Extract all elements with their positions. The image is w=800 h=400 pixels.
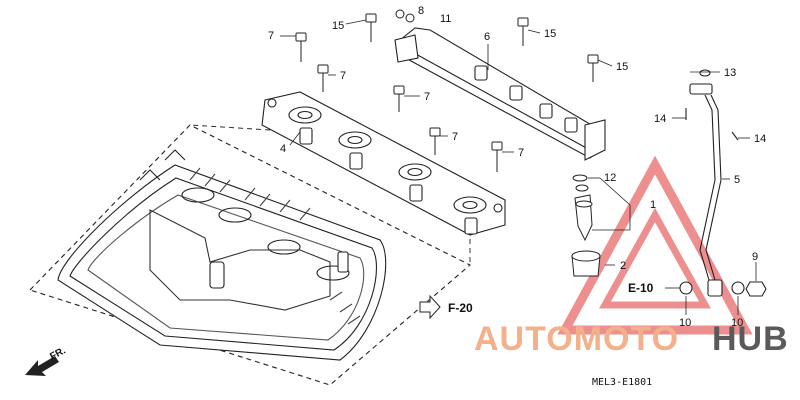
callout-15: 15 (616, 61, 628, 73)
leader-lines (189, 124, 471, 265)
watermark-text-hub: HUB (712, 320, 789, 358)
injector-assembly (571, 174, 601, 277)
callout-7: 7 (452, 131, 458, 143)
callout-12: 12 (604, 172, 616, 184)
cylinder-head-cover (28, 124, 471, 386)
callout-8: 8 (418, 5, 424, 17)
fuel-hose-5 (679, 69, 767, 297)
arrow-right-icon (419, 294, 441, 320)
front-direction-indicator: FR. (25, 345, 68, 376)
injector-holder-4 (261, 91, 506, 236)
callout-2: 2 (620, 260, 626, 272)
reference-f20: F-20 (448, 301, 473, 315)
callout-7: 7 (268, 30, 274, 42)
callout-labels: 7 7 7 7 7 15 15 15 8 11 6 4 12 1 2 13 14… (268, 5, 766, 329)
front-label: FR. (48, 345, 68, 362)
callout-7: 7 (518, 147, 524, 159)
callout-14: 14 (654, 113, 666, 125)
callout-7: 7 (340, 70, 346, 82)
callout-11: 11 (440, 13, 451, 25)
callout-13: 13 (724, 67, 736, 79)
callout-15: 15 (332, 20, 344, 32)
callout-10: 10 (679, 317, 691, 329)
callout-leaders (280, 19, 757, 315)
callout-4: 4 (280, 143, 286, 155)
watermark-triangle (557, 155, 753, 335)
callout-14: 14 (754, 133, 766, 145)
diagram-code: MEL3-E1801 (592, 377, 652, 388)
reference-f20-group: F-20 (419, 294, 473, 320)
callout-9: 9 (752, 251, 758, 263)
callout-15: 15 (544, 28, 556, 40)
reference-e10: E-10 (628, 281, 654, 295)
callout-1: 1 (650, 199, 656, 211)
callout-5: 5 (734, 174, 740, 186)
fuel-rail-6 (394, 27, 606, 161)
bolts (295, 9, 599, 172)
callout-10: 10 (731, 317, 743, 329)
arrow-front-icon (25, 356, 59, 376)
callout-6: 6 (484, 31, 490, 43)
watermark-text-automoto: AUTOMOTO (474, 320, 679, 358)
watermark-logo: AUTOMOTO HUB (474, 320, 789, 358)
callout-7: 7 (424, 91, 430, 103)
